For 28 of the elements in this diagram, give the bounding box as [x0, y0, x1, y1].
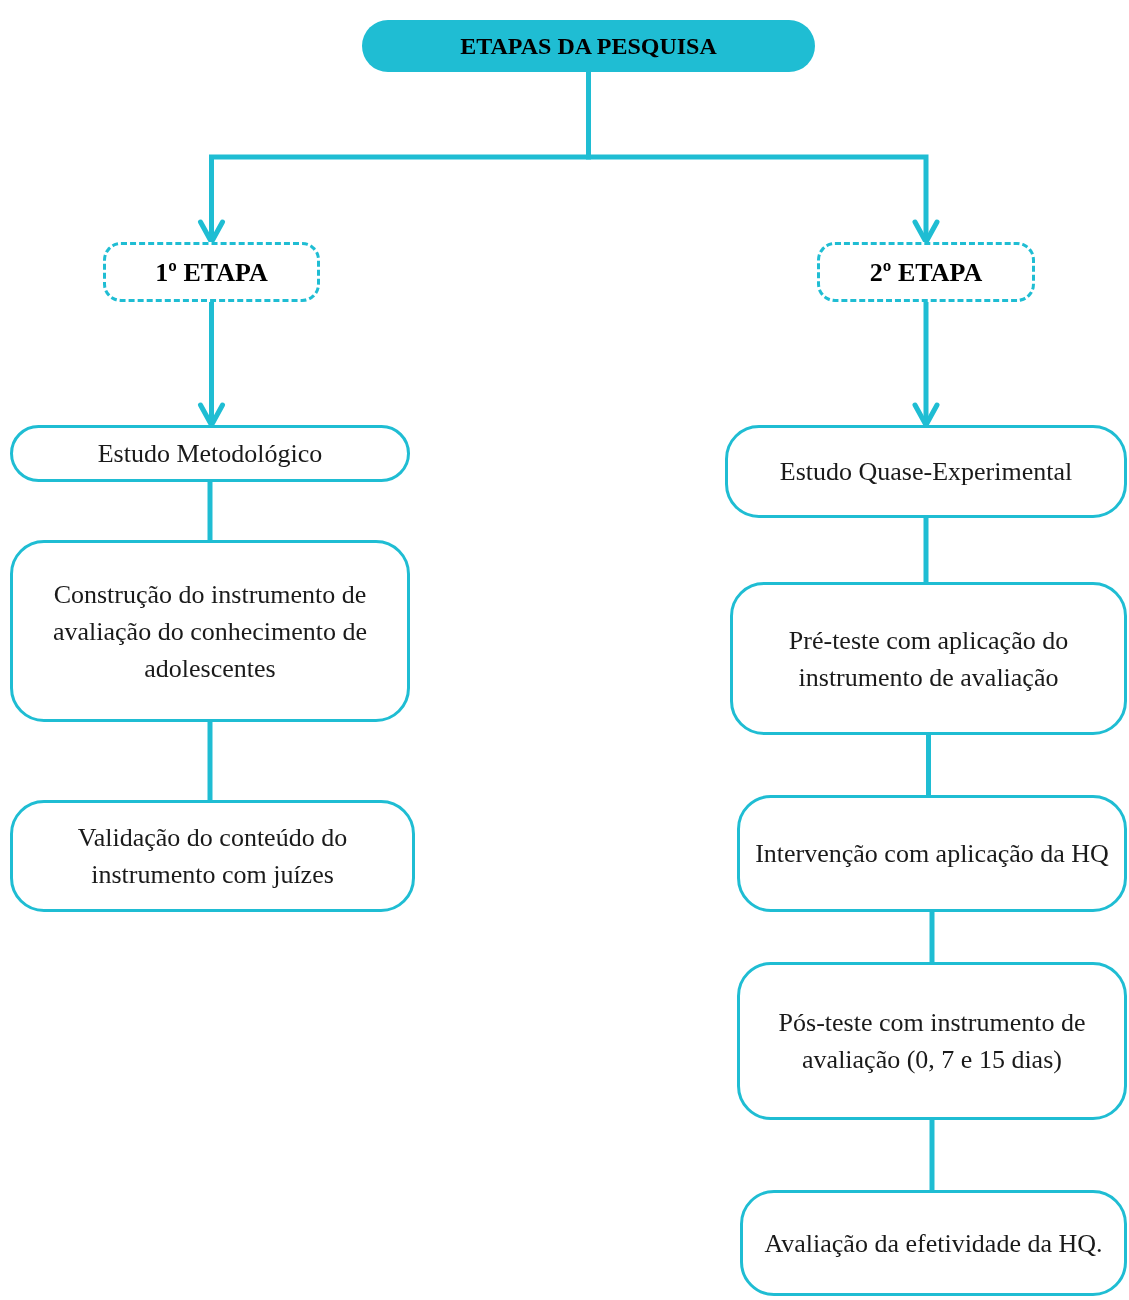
- node-label: Pós-teste com instrumento de avaliação (0, 7 e 15 dias): [777, 1007, 1087, 1076]
- connector-line: [923, 518, 929, 582]
- connector-line: [926, 735, 931, 795]
- node-label: Pré-teste com aplicação do instrumento de avaliação: [787, 624, 1070, 694]
- process-box: [10, 425, 410, 482]
- process-box: [737, 962, 1127, 1120]
- connector-line: [929, 912, 935, 962]
- node-label: Construção do instrumento de avaliação do conhecimento de adolescentes: [52, 578, 368, 685]
- connector-line: [207, 482, 213, 540]
- process-box: [10, 800, 415, 912]
- process-box: [10, 540, 410, 722]
- process-box: [737, 795, 1127, 912]
- node-label: Validação do conteúdo do instrumento com juízes: [76, 822, 349, 891]
- connector-line: [929, 1120, 935, 1190]
- process-box: [740, 1190, 1127, 1296]
- node-label: ETAPAS DA PESQUISA: [460, 32, 717, 61]
- node-label: Avaliação da efetividade da HQ.: [764, 1227, 1103, 1260]
- stage-box: [817, 242, 1035, 302]
- stage-box: [103, 242, 320, 302]
- process-box: [730, 582, 1127, 735]
- connector-line: [207, 722, 213, 800]
- node-label: Estudo Quase-Experimental: [779, 456, 1073, 488]
- process-box: [725, 425, 1127, 518]
- title-box: [362, 20, 815, 72]
- node-label: Estudo Metodológico: [97, 438, 323, 470]
- node-label: 2º ETAPA: [869, 256, 983, 289]
- node-label: Intervenção com aplicação da HQ: [755, 838, 1109, 870]
- node-label: 1º ETAPA: [155, 256, 268, 289]
